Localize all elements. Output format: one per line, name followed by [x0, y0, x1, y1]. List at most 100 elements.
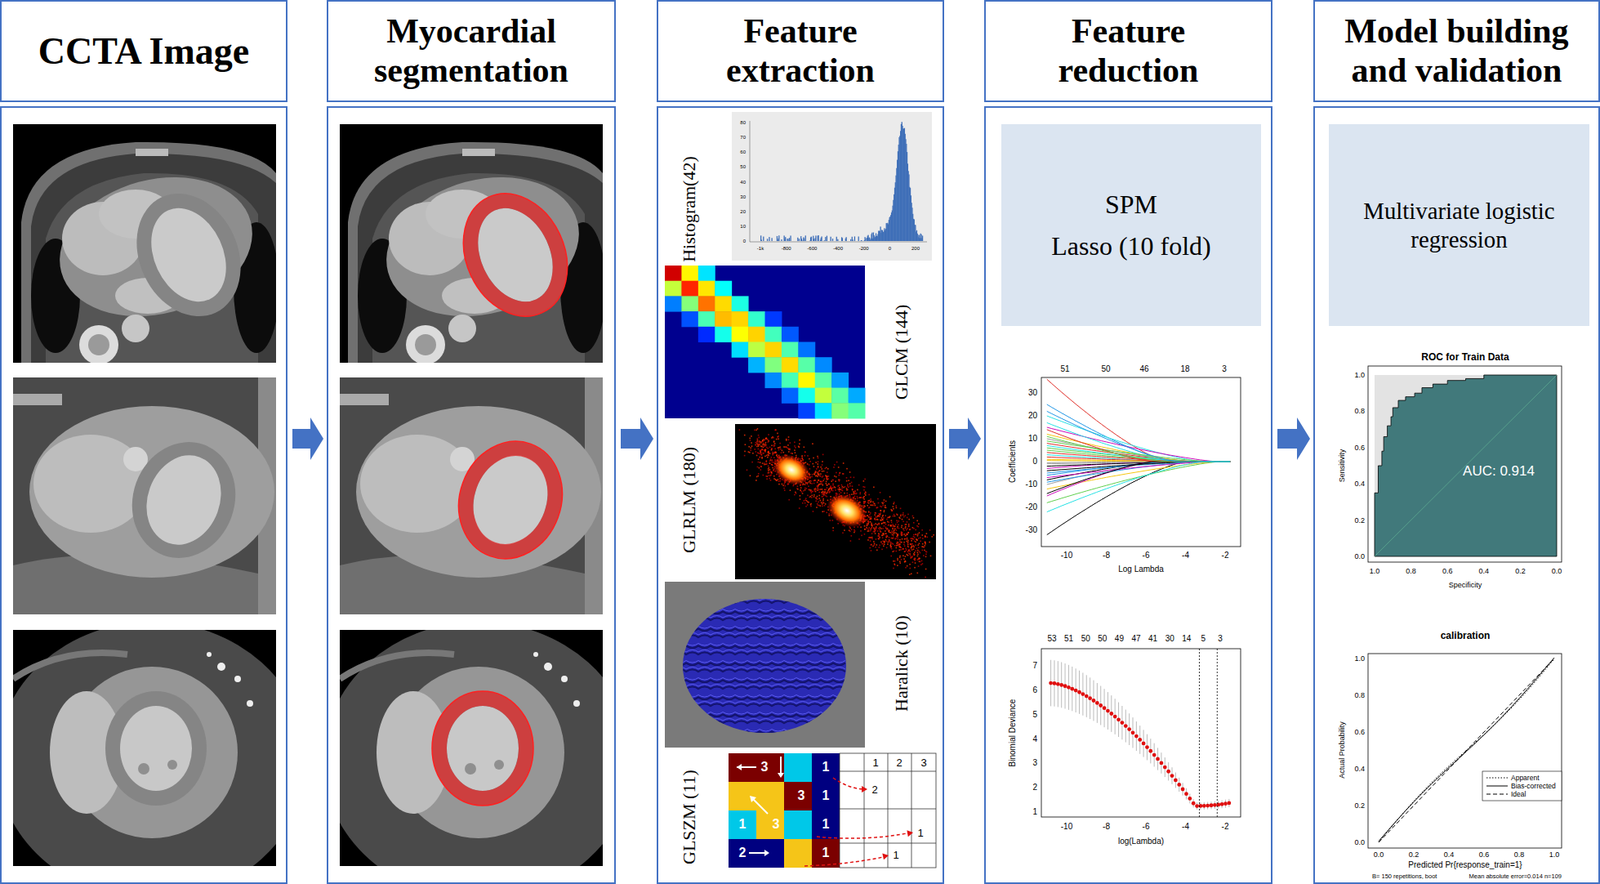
drawing-rect — [849, 530, 852, 533]
drawing-rect — [760, 441, 763, 444]
drawing-rect — [818, 494, 821, 497]
drawing-path — [677, 601, 846, 604]
drawing-use — [13, 124, 280, 365]
drawing-rect — [838, 489, 841, 491]
drawing-rect — [757, 475, 759, 477]
drawing-rect — [771, 452, 774, 455]
drawing-rect — [883, 509, 886, 512]
drawing-rect — [914, 540, 917, 543]
drawing-rect — [893, 563, 896, 566]
drawing-rect — [907, 545, 910, 548]
drawing-path — [677, 680, 846, 683]
drawing-rect — [920, 234, 922, 241]
drawing-rect — [784, 489, 786, 491]
drawing-rect — [777, 446, 780, 449]
drawing-rect — [832, 484, 834, 486]
drawing-rect — [913, 566, 916, 569]
drawing-rect — [904, 514, 907, 517]
drawing-rect — [794, 446, 797, 449]
drawing-rect — [811, 236, 812, 241]
drawing-rect — [809, 467, 812, 470]
drawing-rect — [714, 311, 732, 327]
drawing-rect — [886, 222, 887, 241]
drawing-rect — [681, 295, 699, 312]
drawing-path — [804, 855, 887, 866]
drawing-rect — [893, 530, 896, 532]
drawing-rect — [754, 444, 757, 446]
drawing-path — [677, 669, 846, 673]
drawing-ellipse — [442, 426, 579, 574]
drawing-polyline — [1047, 378, 1231, 462]
drawing-rect — [757, 448, 760, 451]
drawing-rect — [868, 537, 870, 540]
drawing-rect — [839, 753, 936, 868]
drawing-rect — [874, 530, 877, 532]
drawing-rect — [787, 483, 789, 486]
drawing-circle — [1056, 681, 1061, 687]
drawing-rect — [765, 437, 767, 440]
drawing-rect — [748, 326, 766, 343]
drawing-rect — [903, 533, 905, 535]
drawing-rect — [858, 484, 861, 486]
drawing-rect — [914, 224, 916, 241]
drawing-rect — [820, 236, 822, 241]
drawing-rect — [749, 446, 752, 449]
drawing-rect — [872, 501, 874, 504]
drawing-rect — [763, 439, 766, 442]
drawing-rect — [837, 485, 839, 487]
drawing-rect — [871, 524, 874, 526]
drawing-rect — [869, 536, 872, 539]
drawing-path — [677, 643, 846, 647]
drawing-path — [777, 772, 785, 778]
drawing-rect — [895, 507, 898, 509]
drawing-rect — [904, 534, 907, 537]
drawing-rect — [811, 473, 814, 476]
drawing-rect — [810, 237, 812, 241]
drawing-rect — [788, 439, 790, 442]
drawing-rect — [868, 511, 870, 513]
drawing-rect — [833, 485, 836, 488]
drawing-rect — [765, 441, 767, 444]
drawing-rect — [909, 187, 911, 241]
drawing-rect — [909, 550, 912, 553]
drawing-rect — [910, 537, 913, 540]
drawing-rect — [804, 487, 807, 490]
drawing-rect — [851, 493, 853, 495]
drawing-rect — [879, 509, 882, 512]
drawing-rect — [750, 435, 753, 437]
drawing-rect — [910, 195, 912, 241]
drawing-rect — [805, 461, 807, 464]
drawing-rect — [815, 471, 817, 473]
drawing-rect — [746, 468, 749, 471]
drawing-rect — [913, 551, 916, 553]
drawing-rect — [842, 531, 844, 534]
drawing-rect — [758, 436, 761, 439]
drawing-rect — [899, 556, 901, 558]
drawing-rect — [835, 472, 838, 474]
drawing-rect — [917, 551, 919, 553]
drawing-rect — [895, 544, 898, 547]
drawing-rect — [832, 526, 834, 529]
drawing-rect — [759, 468, 762, 471]
drawing-rect — [900, 526, 903, 529]
drawing-rect — [664, 280, 682, 297]
drawing-rect — [912, 561, 914, 563]
drawing-rect — [917, 549, 919, 552]
drawing-rect — [767, 454, 770, 457]
lasso-coefficient-plot — [1041, 377, 1241, 547]
drawing-rect — [907, 543, 910, 546]
drawing-rect — [818, 472, 821, 475]
drawing-rect — [808, 458, 811, 460]
drawing-rect — [834, 486, 837, 489]
drawing-polyline — [1047, 461, 1231, 513]
drawing-rect — [864, 236, 865, 241]
drawing-rect — [878, 528, 881, 531]
drawing-rect — [820, 472, 822, 475]
drawing-rect — [828, 488, 830, 491]
drawing-rect — [869, 516, 871, 518]
drawing-rect — [900, 548, 902, 551]
drawing-use — [0, 621, 308, 884]
drawing-rect — [926, 532, 928, 535]
drawing-rect — [864, 485, 866, 488]
drawing-rect — [909, 548, 911, 551]
